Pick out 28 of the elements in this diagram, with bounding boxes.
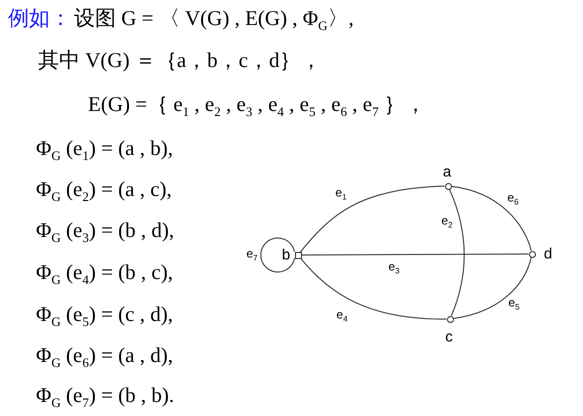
edge-label: e$_{4}$ — [336, 308, 348, 324]
formula-text: Φ$_{G}$ (e$_{2}$) = (a , c), — [36, 179, 172, 204]
edge-label: e$_{5}$ — [508, 296, 520, 312]
edge-label: e$_{2}$ — [441, 214, 453, 230]
graph-edge — [300, 257, 447, 320]
graph-edge — [300, 186, 445, 253]
formula-text: 其中 V(G) ＝｛a，b，c，d｝， — [38, 50, 322, 71]
graph-edge — [301, 254, 529, 256]
vertex-label: a — [442, 164, 452, 180]
formula-text: Φ$_{G}$ (e$_{1}$) = (a , b), — [36, 138, 173, 162]
formula-text: Φ$_{G}$ (e$_{3}$) = (b , d), — [36, 220, 174, 244]
edge-label: e$_{7}$ — [246, 247, 258, 263]
graph-edge — [260, 238, 295, 272]
formula-text: Φ$_{G}$ (e$_{5}$) = (c , d), — [36, 304, 173, 328]
formula-text: Φ$_{G}$ (e$_{7}$) = (b , b). — [36, 385, 174, 410]
vertex-label: d — [544, 246, 552, 262]
example-heading: 例如： — [8, 8, 71, 29]
edge-label: e$_{1}$ — [335, 186, 347, 202]
formula-text: E(G) =｛ e$_{1}$ , e$_{2}$ , e$_{3}$ , e$_{4}$ , e$_{5}$ , e$_{6}$ , e$_{7}$ ｝， — [88, 94, 426, 118]
edge-label: e$_{6}$ — [507, 191, 519, 207]
graph-edge — [450, 186, 532, 252]
formula-text: Φ$_{G}$ (e$_{4}$) = (b , c), — [36, 262, 173, 286]
formula-text: Φ$_{G}$ (e$_{6}$) = (a , d), — [36, 345, 173, 370]
vertex-label: b — [282, 248, 290, 262]
formula-text: 设图 G = 〈 V(G) , E(G) , Φ$_{G}$〉, — [74, 8, 354, 32]
vertex-label: c — [445, 330, 453, 344]
edge-label: e$_{3}$ — [388, 260, 400, 276]
graph-edge — [448, 188, 465, 316]
